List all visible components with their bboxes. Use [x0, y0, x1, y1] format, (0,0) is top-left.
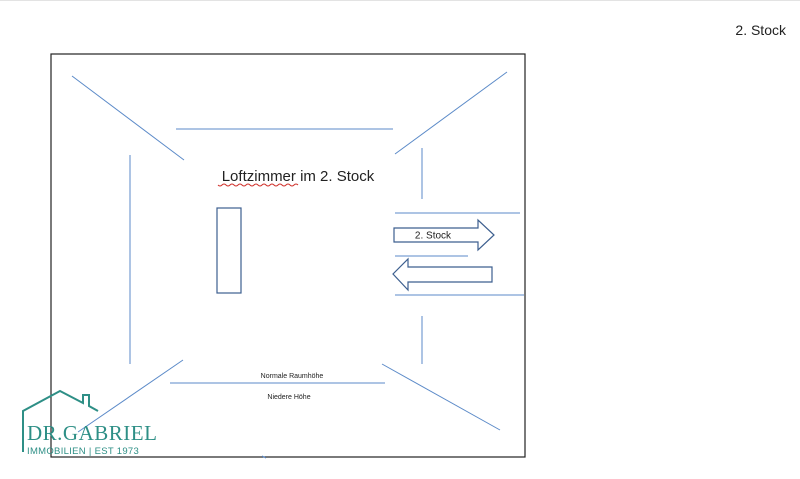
logo-tagline: IMMOBILIEN | EST 1973: [27, 446, 139, 457]
slope-line-bottom-left: [77, 359, 184, 433]
top-divider: [0, 0, 800, 1]
house-icon: [22, 389, 99, 452]
spellcheck-underline: [217, 183, 299, 187]
floor-label: 2. Stock: [735, 22, 786, 38]
arrow-right: [393, 218, 495, 252]
legend-low-height: Niedere Höhe: [267, 394, 310, 401]
room-title: Loftzimmer im 2. Stock: [222, 168, 375, 185]
slope-line-top-left: [71, 75, 185, 161]
legend-normal-height: Normale Raumhöhe: [261, 373, 324, 380]
arrow-left: [392, 257, 493, 292]
room-outline: [50, 53, 526, 458]
arrow-label: 2. Stock: [415, 231, 452, 242]
frame-tick: [261, 455, 267, 459]
room-object: [216, 207, 242, 294]
logo-name: DR.GABRIEL: [27, 421, 157, 445]
slope-line-top-right: [394, 71, 508, 155]
slope-line-bottom-right: [381, 363, 501, 431]
